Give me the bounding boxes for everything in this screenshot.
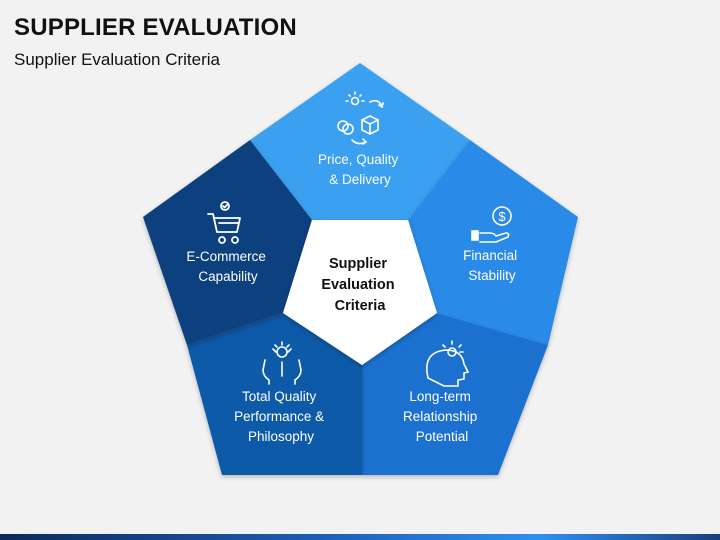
segment-bottom-left-label: Total Quality Performance & Philosophy (234, 389, 328, 444)
segment-bottom-left: Total Quality Performance & Philosophy (187, 313, 362, 475)
segment-top: Price, Quality & Delivery (250, 63, 470, 220)
segment-left-label: E-Commerce Capability (186, 249, 269, 284)
page-title: SUPPLIER EVALUATION (14, 14, 297, 41)
bottom-accent-bar (0, 534, 720, 540)
segment-bottom-right-label: Long-term Relationship Potential (403, 389, 481, 444)
segment-bottom-right: Long-term Relationship Potential (362, 313, 548, 475)
head-lightbulb-icon (426, 340, 470, 387)
price-quality-delivery-icon (337, 91, 384, 145)
segment-top-shape (250, 63, 470, 220)
segment-right-label: Financial Stability (463, 248, 521, 283)
center-label: Supplier Evaluation Criteria (321, 256, 398, 314)
center-pentagon (283, 220, 437, 365)
page-subtitle: Supplier Evaluation Criteria (14, 50, 220, 69)
segment-top-label: Price, Quality & Delivery (318, 152, 402, 187)
svg-text:$: $ (498, 209, 506, 224)
financial-stability-icon: $ (471, 206, 512, 243)
segment-left: E-Commerce Capability (143, 140, 312, 345)
hands-quality-icon (262, 341, 302, 385)
shopping-cart-icon (207, 201, 241, 244)
segment-bottom-left-shape (187, 313, 362, 475)
segment-left-shape (143, 140, 312, 345)
segment-bottom-right-shape (362, 313, 548, 475)
segment-right: $ Financial Stability (408, 140, 578, 345)
